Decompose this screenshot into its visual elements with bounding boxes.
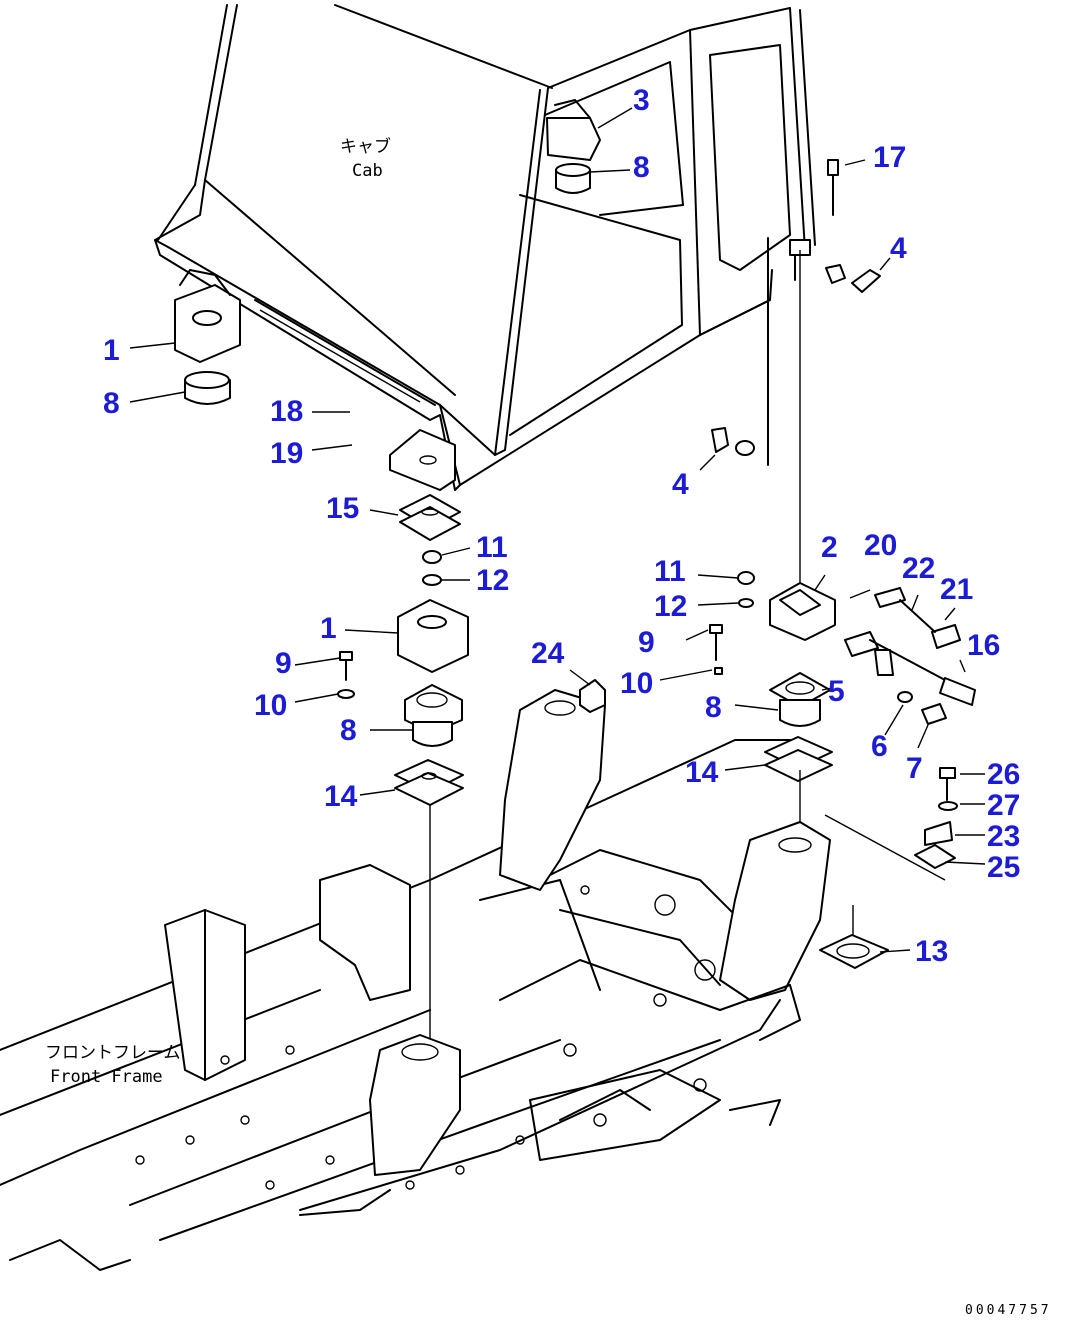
callout-10-right: 10 [620,667,653,700]
callout-2: 2 [821,531,838,564]
callout-3: 3 [633,84,650,117]
callout-26: 26 [987,758,1020,791]
leader-lines [129,107,986,953]
callout-11-right: 11 [654,555,686,588]
callout-19: 19 [270,437,303,470]
callout-4-lower: 4 [672,468,689,501]
callout-4-upper: 4 [890,232,907,265]
callout-1-upper: 1 [103,334,120,367]
callout-24: 24 [531,637,565,670]
callout-5: 5 [828,675,845,708]
callout-8-lower-right: 8 [705,691,722,724]
callout-12-right: 12 [654,590,687,623]
callout-20: 20 [864,529,897,562]
callout-11-left: 11 [476,531,508,564]
callout-9-left: 9 [275,647,292,680]
callout-23: 23 [987,820,1020,853]
callout-1-lower: 1 [320,612,337,645]
callout-14-left: 14 [324,780,358,813]
callout-18: 18 [270,395,303,428]
callout-25: 25 [987,851,1020,884]
cab-label-en: Cab [352,161,383,181]
cab-outline [154,4,881,585]
frame-label-ja: フロントフレーム [45,1043,181,1063]
callout-27: 27 [987,789,1020,822]
callout-13: 13 [915,935,948,968]
callout-8-upper: 8 [633,151,650,184]
front-frame [0,679,831,1271]
callout-7: 7 [906,752,923,785]
right-mount-stack [709,571,976,969]
callout-8-lower-left: 8 [340,714,357,747]
callout-16: 16 [967,629,1000,662]
callout-21: 21 [940,573,973,606]
drawing-number: 00047757 [965,1303,1052,1318]
frame-label-en: Front Frame [50,1067,163,1087]
callout-17: 17 [873,141,906,174]
cab-label-ja: キャブ [340,136,391,157]
callout-labels: 3 8 17 4 1 8 18 19 4 15 11 12 2 20 22 21… [103,84,1020,968]
callout-6: 6 [871,730,888,763]
left-mount-stack [337,494,469,1050]
annotations: キャブ Cab フロントフレーム Front Frame 00047757 [45,136,1052,1318]
callout-10-left: 10 [254,689,287,722]
callout-14-right: 14 [685,756,719,789]
callout-15: 15 [326,492,359,525]
callout-12-left: 12 [476,564,509,597]
callout-8-left: 8 [103,387,120,420]
callout-22: 22 [902,552,935,585]
callout-9-right: 9 [638,626,655,659]
